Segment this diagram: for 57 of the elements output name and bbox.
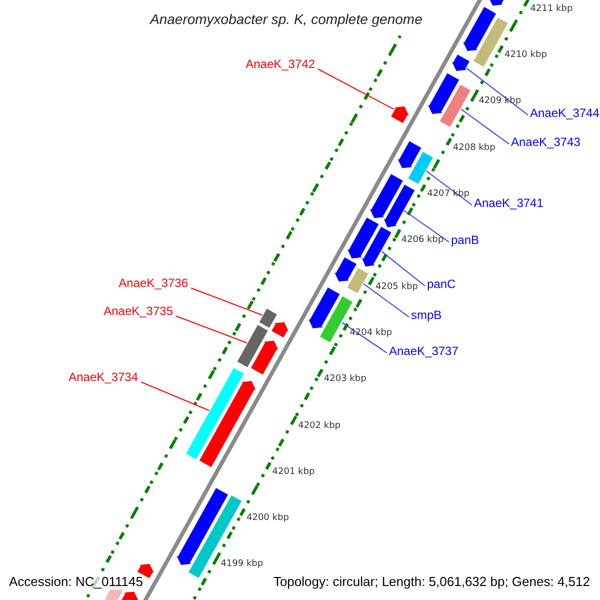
gene-bar [334, 256, 358, 282]
position-label: 4208 kbp [452, 142, 496, 154]
leader-line [404, 210, 450, 242]
leader-line [460, 108, 510, 144]
gene-bar [185, 367, 244, 460]
gene-bar [408, 151, 434, 184]
gene-bar [188, 494, 242, 578]
gene-bar [250, 340, 280, 376]
position-label: 4206 kbp [401, 235, 444, 246]
position-label: 4201 kbp [272, 466, 315, 478]
position-label: 4199 kbp [220, 559, 264, 570]
gene-label: AnaeK_3743 [511, 135, 580, 150]
leader-line [426, 170, 472, 206]
accession-text: Accession: NC_011145 [9, 574, 143, 590]
gene-label: AnaeK_3737 [389, 344, 458, 359]
gene-bar [236, 324, 268, 368]
gene-label: AnaeK_3735 [104, 304, 173, 319]
gene-bar [396, 140, 422, 169]
position-label: 4210 kbp [504, 50, 547, 62]
gene-bar [271, 322, 290, 338]
gene-label: AnaeK_3741 [474, 196, 544, 211]
gene-label: AnaeK_3742 [246, 57, 315, 72]
gene-bar [308, 286, 340, 329]
gene-bar [369, 174, 404, 219]
gene-label: panB [451, 233, 480, 248]
gene-bar [427, 72, 460, 114]
gene-bar [198, 380, 257, 468]
gene-bar [390, 106, 410, 124]
leader-line [362, 283, 410, 318]
gene-bar [439, 84, 472, 128]
gene-label: AnaeK_3736 [118, 276, 188, 291]
gene-label: smpB [411, 308, 442, 323]
gene-bar [346, 217, 380, 259]
leader-line [190, 288, 263, 316]
position-label: 4203 kbp [324, 374, 366, 386]
leader-line [318, 68, 395, 110]
leader-line [341, 322, 388, 354]
gene-bar [361, 226, 392, 268]
gene-label: panC [427, 277, 456, 292]
leader-line [140, 382, 210, 411]
leader-line [176, 316, 248, 344]
title: Anaeromyxobacter sp. K, complete genome [150, 10, 422, 29]
leader-line [381, 250, 426, 286]
gene-bar [451, 54, 470, 72]
gene-label: AnaeK_3744 [530, 106, 600, 121]
genome-info-text: Topology: circular; Length: 5,061,632 bp; Genes: 4,512 [273, 574, 590, 590]
gene-bar [346, 267, 369, 294]
leader-line [466, 68, 528, 116]
position-label: 4211 kbp [530, 4, 573, 15]
gene-bar [462, 6, 497, 52]
gene-bar [120, 591, 140, 600]
position-label: 4200 kbp [246, 513, 289, 524]
gene-bar [383, 184, 416, 228]
gene-bar [258, 308, 278, 328]
gene-label: AnaeK_3734 [68, 370, 138, 385]
position-label: 4202 kbp [298, 420, 340, 432]
position-label: 4205 kbp [376, 282, 418, 293]
